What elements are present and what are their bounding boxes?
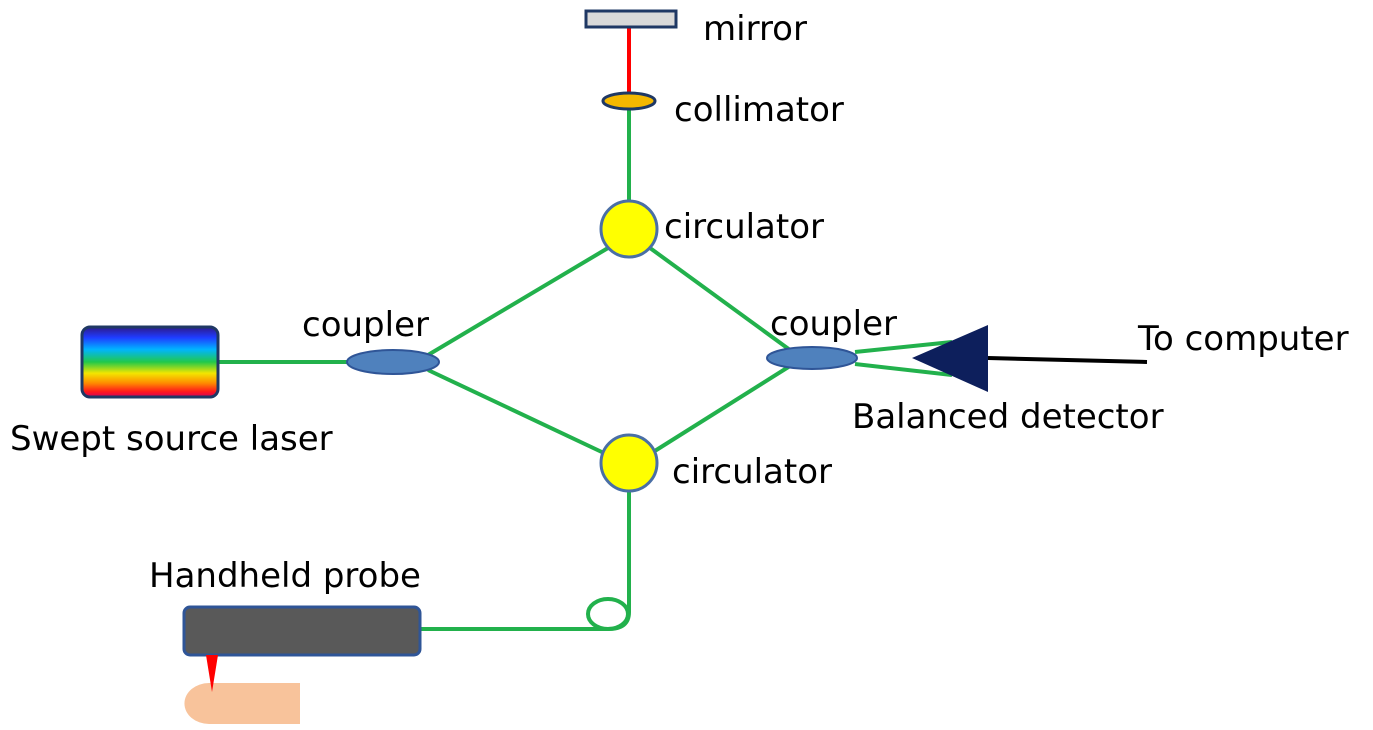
label-computer: To computer (1137, 319, 1349, 359)
fiber-loop (586, 597, 630, 631)
detector-to-computer-line (987, 356, 1148, 364)
finger-sample (184, 683, 300, 724)
fiber-coupler-to-detector-top (854, 340, 953, 354)
label-probe: Handheld probe (149, 556, 421, 596)
coupler-left (346, 349, 440, 375)
collimator (601, 91, 657, 111)
label-coupler-right: coupler (770, 304, 897, 344)
mirror (584, 9, 678, 29)
handheld-probe (182, 605, 422, 657)
swept-source-laser (80, 325, 220, 399)
label-collimator: collimator (674, 90, 844, 130)
label-detector: Balanced detector (852, 397, 1164, 437)
sample-beam (206, 655, 218, 692)
label-circulator-bottom: circulator (672, 452, 832, 492)
label-mirror: mirror (703, 9, 807, 49)
circulator-top (599, 199, 659, 259)
fiber-top-circulator-to-right-coupler (648, 246, 792, 352)
fiber-coupler-to-top-circulator (426, 246, 610, 357)
fiber-bottom-circulator-to-right-coupler (648, 364, 792, 456)
balanced-detector (912, 325, 988, 392)
fiber-circulator-to-probe (420, 490, 631, 631)
coupler-right (766, 346, 858, 370)
fiber-network (218, 108, 953, 631)
label-laser: Swept source laser (10, 419, 333, 459)
label-coupler-left: coupler (302, 305, 429, 345)
circulator-bottom (599, 433, 659, 493)
label-circulator-top: circulator (664, 207, 824, 247)
fiber-coupler-to-bottom-circulator (427, 368, 607, 456)
fiber-coupler-to-detector-bottom (854, 362, 953, 377)
